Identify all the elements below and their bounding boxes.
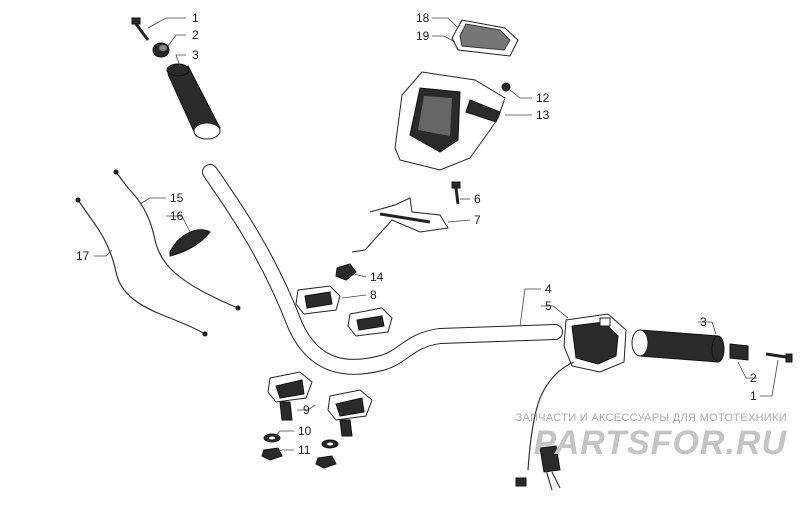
callout-labels: 1 2 3 18 19 12 13 15 16 17 6 7 14 8 4 5 … <box>76 11 757 457</box>
washer-right <box>321 439 339 449</box>
callout-11: 11 <box>298 443 311 457</box>
left-bar-end-cap <box>152 42 170 58</box>
callout-15: 15 <box>170 191 184 205</box>
washer-left <box>263 433 281 443</box>
handlebar <box>202 164 563 375</box>
nut-left <box>261 447 283 461</box>
callout-1-right: 1 <box>750 389 757 403</box>
left-bolt <box>131 17 150 41</box>
headlight-pod <box>394 71 506 171</box>
callout-2-right: 2 <box>750 371 757 385</box>
callout-10: 10 <box>298 424 312 438</box>
leader-lines <box>94 17 779 453</box>
cable-strap <box>169 229 211 257</box>
callout-8: 8 <box>370 288 377 302</box>
nut-right <box>315 455 337 469</box>
upper-clamp-left <box>295 285 341 315</box>
callout-18: 18 <box>416 11 430 25</box>
upper-clamp-right <box>347 307 393 337</box>
pod-screw <box>501 82 511 92</box>
callout-16: 16 <box>170 209 184 223</box>
riser-right <box>327 389 373 437</box>
wiring-harness <box>515 361 575 491</box>
throttle-cable <box>113 169 241 311</box>
speedometer-gauge <box>451 19 519 57</box>
callout-14: 14 <box>370 270 384 284</box>
callout-9: 9 <box>303 403 310 417</box>
callout-1-left: 1 <box>192 11 199 25</box>
callout-19: 19 <box>416 29 430 43</box>
watermark-logo: PARTSFOR.RU <box>533 424 787 462</box>
right-bolt <box>765 352 793 363</box>
callout-12: 12 <box>536 91 550 105</box>
bracket-bolt <box>451 181 461 205</box>
riser-left <box>267 371 313 421</box>
callout-3-right: 3 <box>700 315 707 329</box>
callout-5: 5 <box>545 299 552 313</box>
callout-3-left: 3 <box>192 48 199 62</box>
callout-6: 6 <box>474 192 481 206</box>
callout-17: 17 <box>76 249 90 263</box>
brake-cable <box>75 197 208 337</box>
callout-2-left: 2 <box>192 28 199 42</box>
callout-13: 13 <box>536 108 550 122</box>
pod-mounting-bracket <box>351 197 449 253</box>
callout-4: 4 <box>545 282 552 296</box>
left-grip <box>166 63 221 140</box>
right-grip <box>631 329 725 363</box>
right-bar-end-cap <box>729 343 749 361</box>
callout-7: 7 <box>474 213 481 227</box>
watermark-caption: ЗАПЧАСТИ И АКСЕССУАРЫ ДЛЯ МОТОТЕХНИКИ <box>515 412 787 424</box>
bracket-nut <box>335 263 357 281</box>
right-control-housing <box>563 313 627 373</box>
